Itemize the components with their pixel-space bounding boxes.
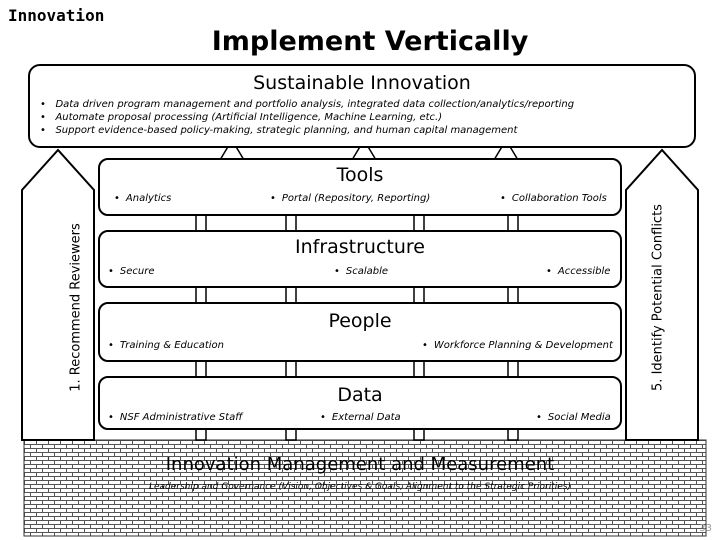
tools-item: •Collaboration Tools [500,193,607,204]
page-number: 33 [699,523,712,534]
infrastructure-item: •Scalable [334,266,389,277]
data-item: •Social Media [536,412,611,423]
data-title: Data [337,384,383,406]
data-layer: Data •NSF Administrative Staff •External… [98,376,622,430]
foundation-subtitle: Leadership and Governance (Vision, Objec… [148,482,572,492]
tools-layer: Tools •Analytics •Portal (Repository, Re… [98,158,622,216]
sustainable-innovation-box: Sustainable Innovation [28,64,696,148]
sustainable-bullets: • Data driven program management and por… [40,98,574,137]
pillars [195,213,519,441]
left-arrow-label: 1. Recommend Reviewers [68,223,84,392]
infrastructure-item: •Secure [108,266,155,277]
section-label: Innovation [8,6,105,25]
bullet-item: • Data driven program management and por… [40,99,575,110]
data-item: •NSF Administrative Staff [108,412,243,423]
tools-item: •Analytics [114,193,172,204]
right-arrow-shape [625,148,699,441]
people-item: •Workforce Planning & Development [422,340,613,351]
infrastructure-title: Infrastructure [294,236,425,258]
bullet-item: • Automate proposal processing (Artifici… [40,112,443,123]
foundation-bricks [23,439,707,537]
tools-item: •Portal (Repository, Reporting) [270,193,431,204]
left-arrow-shape [21,148,95,441]
foundation-title: Innovation Management and Measurement [165,454,555,475]
people-layer: People •Training & Education •Workforce … [98,302,622,362]
right-arrow-label: 5. Identify Potential Conflicts [650,204,666,391]
bullet-item: • Support evidence-based policy-making, … [40,125,518,136]
infrastructure-item: •Accessible [546,266,611,277]
people-item: •Training & Education [108,340,224,351]
tools-title: Tools [336,164,384,186]
sustainable-innovation-title: Sustainable Innovation [253,72,471,94]
people-title: People [328,310,392,332]
infrastructure-layer: Infrastructure •Secure •Scalable •Access… [98,230,622,288]
slide-title: Implement Vertically [211,26,529,57]
data-item: •External Data [320,412,401,423]
